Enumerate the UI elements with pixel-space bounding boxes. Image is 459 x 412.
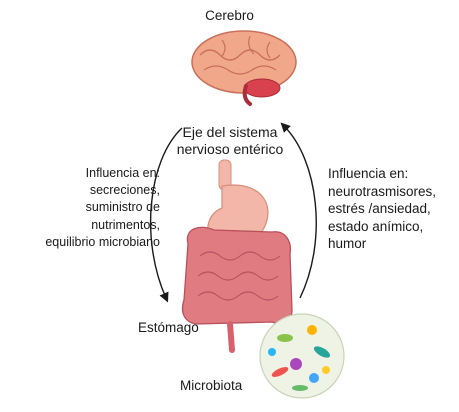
right-influence-line: neurotrasmisores, — [328, 183, 436, 201]
right-influence-line: Influencia en: — [328, 165, 436, 183]
microbiota-illustration — [260, 314, 344, 398]
stomach-label: Estómago — [138, 320, 199, 336]
left-influence-line: nutrimentos, — [45, 217, 160, 234]
left-influence-line: secreciones, — [45, 182, 160, 199]
left-influence-line: Influencia en: — [45, 165, 160, 182]
brain-label: Cerebro — [0, 8, 459, 24]
left-influence-line: equilibrio microbiano — [45, 234, 160, 251]
right-influence-text: Influencia en: neurotrasmisores, estrés … — [328, 165, 436, 253]
microbiota-label: Microbiota — [180, 378, 242, 394]
digestive-illustration — [183, 160, 293, 350]
axis-title-line-1: Eje del sistema — [155, 124, 305, 141]
right-influence-line: estado anímico, — [328, 218, 436, 236]
axis-title-line-2: nervioso entérico — [155, 141, 305, 158]
left-influence-text: Influencia en: secreciones, suministro d… — [45, 165, 160, 251]
brain-illustration — [192, 31, 296, 104]
right-influence-line: humor — [328, 235, 436, 253]
left-influence-line: suministro de — [45, 199, 160, 216]
axis-title: Eje del sistema nervioso entérico — [155, 124, 305, 157]
right-influence-line: estrés /ansiedad, — [328, 200, 436, 218]
